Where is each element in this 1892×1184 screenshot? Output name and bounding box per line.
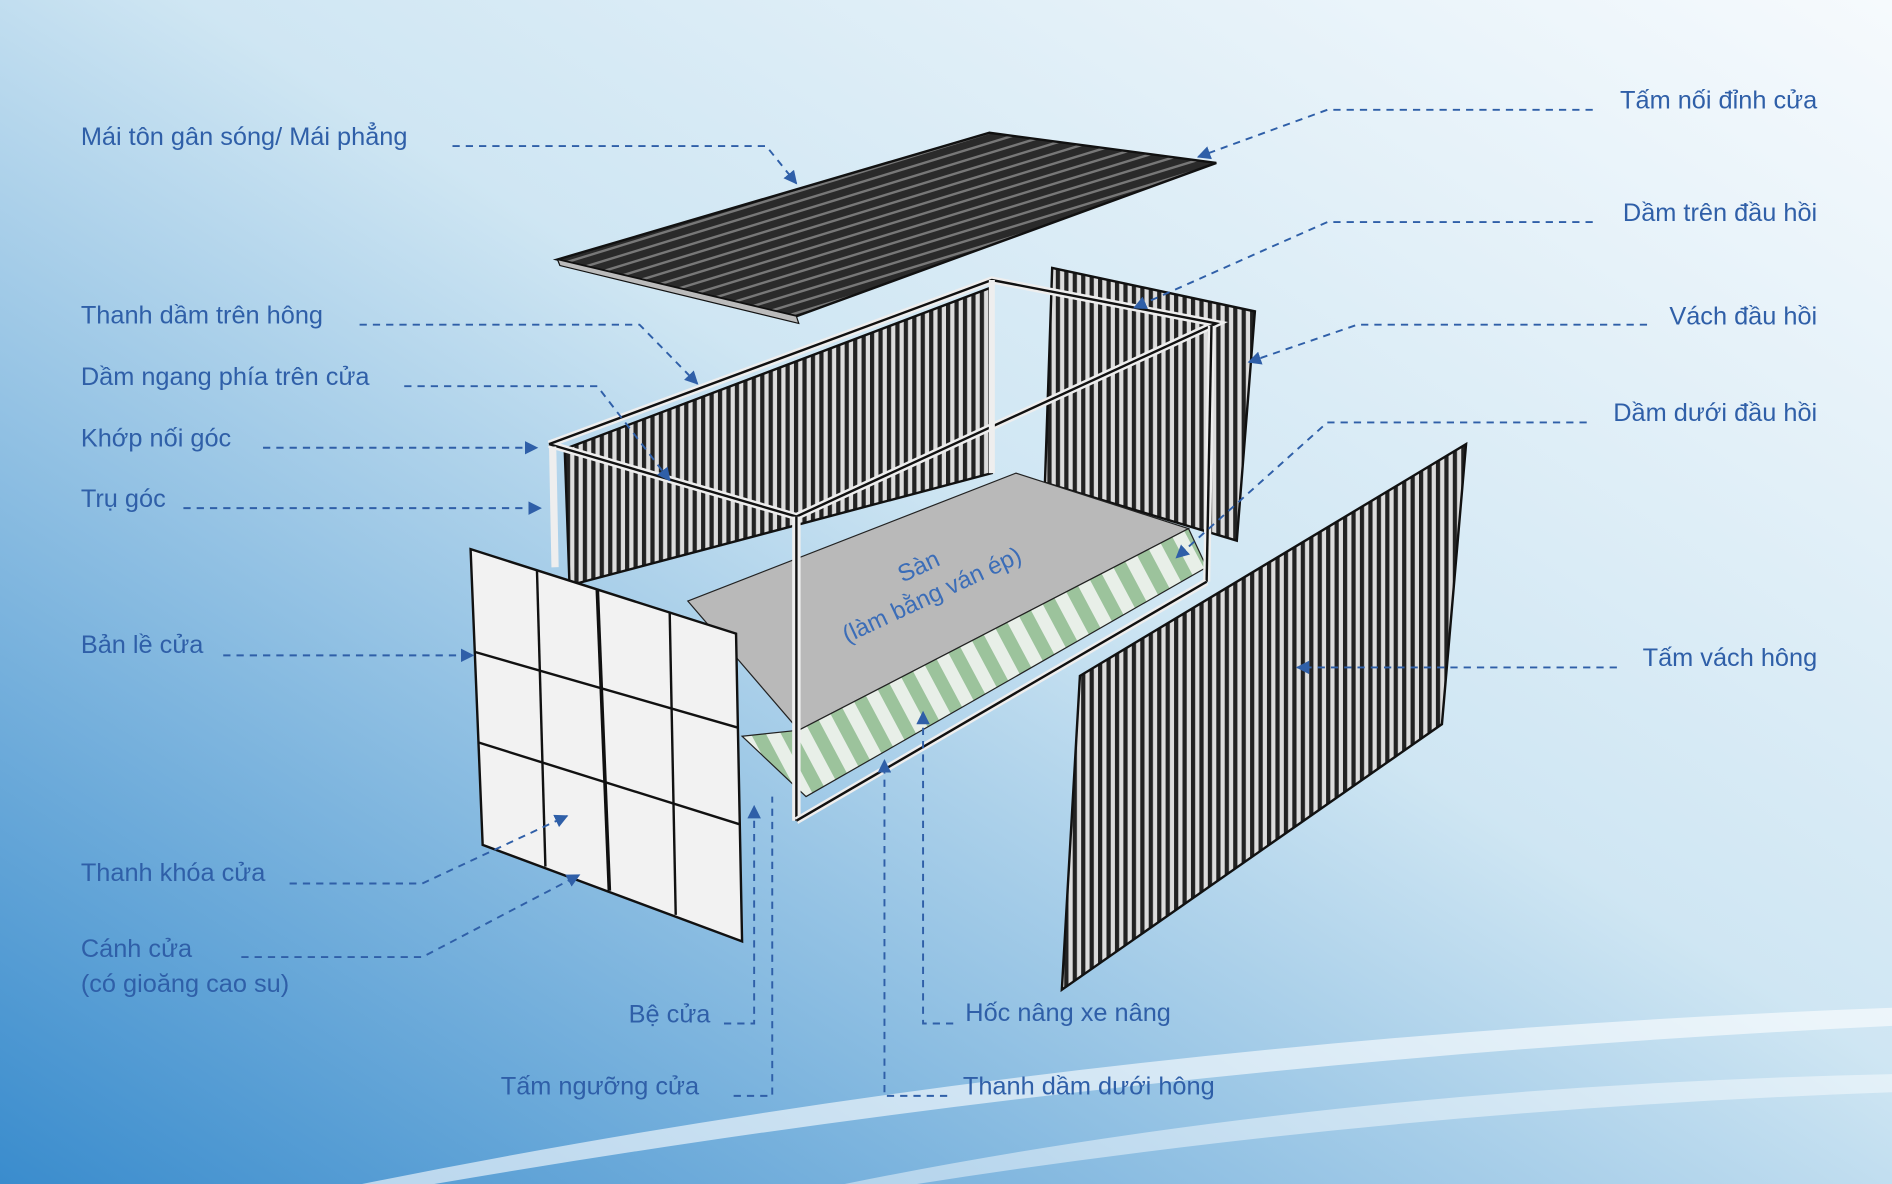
label-roof: Mái tôn gân sóng/ Mái phẳng: [81, 121, 408, 151]
label-threshold-plate: Tấm ngưỡng cửa: [501, 1073, 700, 1101]
label-door-header: Dầm ngang phía trên cửa: [81, 363, 371, 391]
floor: [686, 472, 1208, 798]
label-top-side-rail: Thanh dầm trên hông: [81, 301, 323, 329]
label-front-wall: Vách đầu hồi: [1669, 303, 1817, 331]
label-corner-post: Trụ góc: [81, 485, 166, 513]
label-side-panel: Tấm vách hông: [1643, 644, 1818, 672]
label-door-leaf-note: (có gioăng cao su): [81, 970, 289, 998]
side-panel: [1060, 441, 1468, 993]
label-door-sill: Bệ cửa: [629, 1000, 712, 1028]
label-corner-casting: Khớp nối góc: [81, 425, 231, 453]
label-door-hinge: Bản lề cửa: [81, 631, 204, 659]
label-front-top-rail: Dầm trên đầu hồi: [1623, 199, 1817, 227]
label-locking-bar: Thanh khóa cửa: [81, 859, 266, 887]
container-frame: [547, 276, 1229, 824]
front-end-wall: [1043, 266, 1257, 543]
leader-lines: [183, 108, 1648, 1097]
background-swoosh: [361, 1007, 1892, 1184]
label-front-bottom-rail: Dầm dưới đầu hồi: [1613, 399, 1817, 427]
label-door-top-plate: Tấm nối đỉnh cửa: [1620, 87, 1818, 115]
container-doors: [469, 547, 744, 944]
labels: Mái tôn gân sóng/ Mái phẳng Thanh dầm tr…: [81, 87, 1818, 1101]
roof-panel: [552, 131, 1217, 325]
label-bottom-side-rail: Thanh dầm dưới hông: [963, 1073, 1215, 1101]
label-door-leaf: Cánh cửa: [81, 935, 193, 963]
label-forklift-pocket: Hốc nâng xe nâng: [965, 999, 1171, 1027]
background-swoosh: [844, 1074, 1892, 1184]
